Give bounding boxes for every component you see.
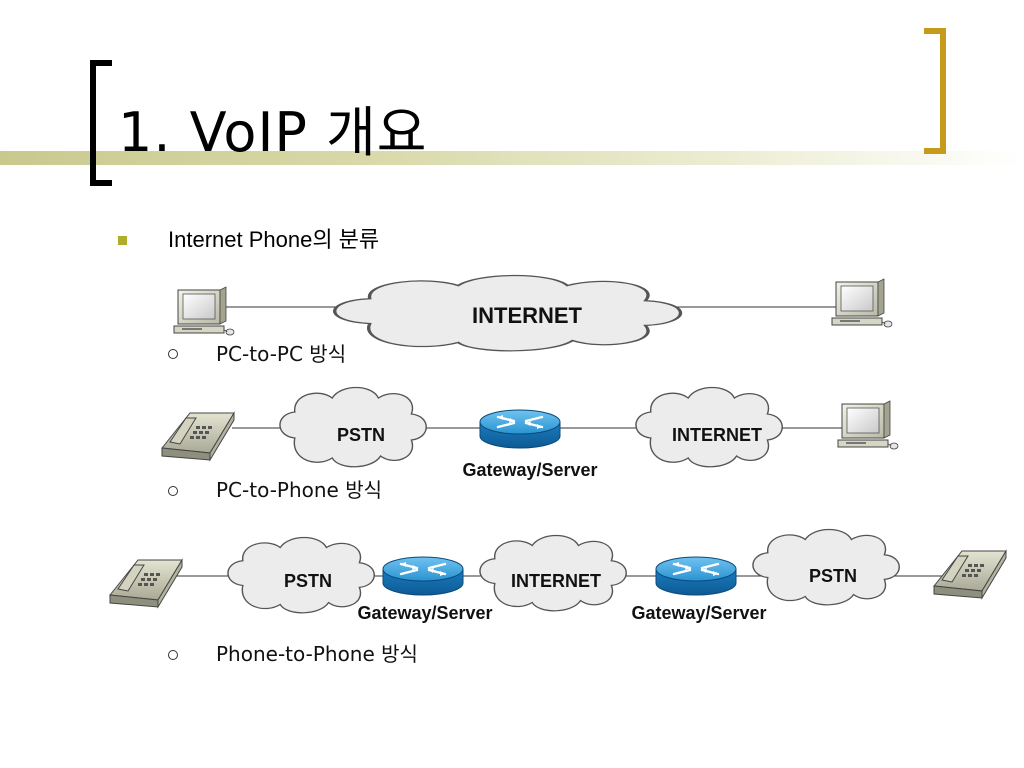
gateway-label: Gateway/Server — [631, 603, 766, 623]
router-icon — [654, 555, 738, 597]
bullet-heading: Internet Phone의 분류 — [168, 227, 380, 252]
pc-icon — [173, 286, 235, 336]
sub-bullet-circle-icon — [168, 650, 178, 660]
left-bracket — [90, 60, 112, 186]
cloud-label: INTERNET — [472, 303, 583, 328]
telephone-icon — [933, 550, 1007, 599]
pc-icon — [831, 278, 893, 328]
router-icon — [478, 408, 562, 450]
gateway-label: Gateway/Server — [462, 460, 597, 480]
item-pc-to-phone: PC-to-Phone 방식 — [216, 478, 383, 502]
router-icon — [381, 555, 465, 597]
cloud-label: INTERNET — [511, 571, 601, 591]
pc-icon — [837, 400, 899, 450]
slide-title: 1. VoIP 개요 — [118, 101, 428, 164]
title-band — [0, 151, 1024, 165]
pc-to-phone-diagram: PSTN Gateway/Server INTERNET — [161, 386, 899, 480]
item-pc-to-pc: PC-to-PC 방식 — [216, 342, 347, 366]
gateway-label: Gateway/Server — [357, 603, 492, 623]
telephone-icon — [109, 559, 183, 608]
phone-to-phone-diagram: PSTN Gateway/Server INTERNET Gateway/Ser… — [109, 528, 1007, 623]
sub-bullet-circle-icon — [168, 486, 178, 496]
cloud-label: PSTN — [284, 571, 332, 591]
cloud-label: INTERNET — [672, 425, 762, 445]
bullet-square-icon — [118, 236, 127, 245]
item-phone-to-phone: Phone-to-Phone 방식 — [216, 642, 418, 666]
pc-to-pc-diagram: INTERNET — [173, 273, 893, 353]
right-bracket — [924, 28, 946, 154]
cloud-label: PSTN — [337, 425, 385, 445]
cloud-label: PSTN — [809, 566, 857, 586]
sub-bullet-circle-icon — [168, 349, 178, 359]
telephone-icon — [161, 412, 235, 461]
